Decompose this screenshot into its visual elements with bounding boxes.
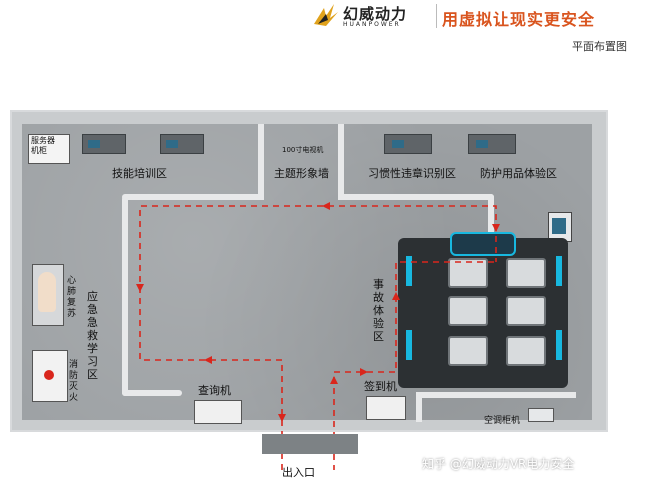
vr-seat [448,258,488,288]
ppe-cabinet-screen [552,218,566,234]
wall-bottom-mid [416,396,422,422]
vr-seat [448,336,488,366]
vr-seat [506,258,546,288]
cpr-figure-icon [38,272,56,312]
ppe-screen [476,140,488,148]
ppe-station [468,134,516,154]
server-cabinet-label: 服务器机柜 [31,136,55,155]
vr-console [450,232,516,256]
tv-label: 100寸电视机 [282,146,324,154]
ac-cabinet-label: 空调柜机 [484,416,521,426]
cpr-label: 心肺复苏 [66,276,76,319]
query-machine-label: 查询机 [198,384,231,397]
logo-text-en: HUANPOWER [343,21,401,28]
vr-accent-light [406,256,412,286]
query-machine [194,400,242,424]
training-station [82,134,126,154]
ac-cabinet [528,408,554,422]
wall-bottom-left [122,390,182,396]
wall-tv-left [258,124,264,200]
watermark-text: 知乎 @幻威动力VR电力安全 [422,457,575,471]
entrance-label: 出入口 [282,466,315,479]
entrance-door [262,434,358,454]
fire-extinguisher-icon [44,370,54,380]
vr-seat [448,296,488,326]
page-subtitle: 平面布置图 [572,40,627,53]
wall-right-partition [488,194,494,236]
violation-screen [392,140,404,148]
brand-logo-icon [312,2,430,32]
zone-emergency-rescue: 应急急救学习区 [87,290,98,381]
server-cabinet [28,134,70,164]
vr-seat [506,296,546,326]
logo-text-cn: 幻威动力 [343,5,408,23]
fire-fighting-label: 消防灭火 [68,360,78,403]
wall-top-partition [122,194,262,200]
vr-accent-light [556,330,562,360]
check-in-label: 签到机 [364,380,397,393]
zone-ppe-experience: 防护用品体验区 [480,167,557,180]
training-screen [88,140,100,148]
wall-bottom-right [416,392,576,398]
vr-seat [506,336,546,366]
training-screen [166,140,178,148]
vr-accent-light [556,256,562,286]
zone-theme-wall: 主题形象墙 [274,167,329,180]
wall-top-right-partition [338,194,494,200]
vr-accent-light [406,330,412,360]
check-in-machine [366,396,406,420]
training-station [160,134,204,154]
wall-tv-right [338,124,344,200]
zone-habitual-violation: 习惯性违章识别区 [368,167,456,180]
wall-left-partition [122,196,128,396]
zone-skills-training: 技能培训区 [112,167,167,180]
header-divider [436,4,437,28]
slogan: 用虚拟让现实更安全 [442,10,596,29]
violation-station [384,134,432,154]
zone-accident-experience: 事故体验区 [373,278,384,343]
